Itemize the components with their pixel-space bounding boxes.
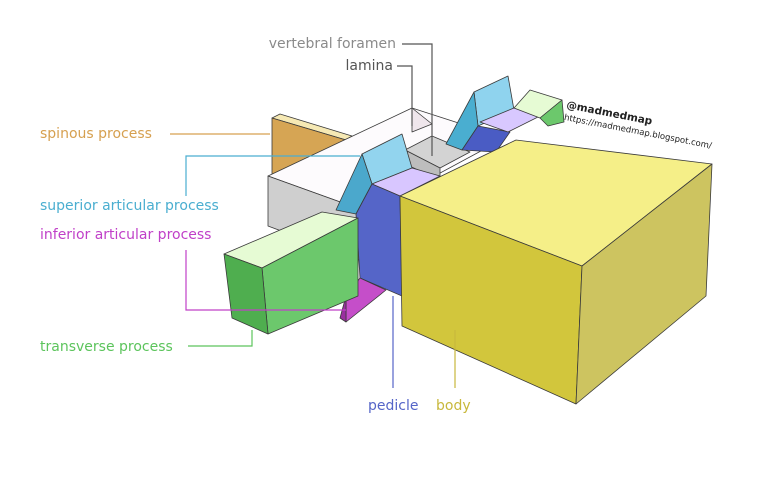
pedicle-right-shape <box>461 107 541 153</box>
superior-articular-process-label: superior articular process <box>40 198 219 214</box>
credit-watermark: @madmedmap https://madmedmap.blogspot.co… <box>563 99 713 151</box>
vertebral-foramen-leader <box>402 43 433 156</box>
superior-articular-process-leader <box>185 155 360 196</box>
vertebral-foramen-label: vertebral foramen <box>269 36 396 52</box>
body-label: body <box>436 398 471 414</box>
pedicle-label: pedicle <box>368 398 418 414</box>
inferior-articular-process-leader <box>185 250 346 311</box>
spinous-process-label: spinous process <box>40 126 152 142</box>
transverse-process-label: transverse process <box>40 339 173 355</box>
lamina-leader <box>397 65 413 126</box>
inferior-articular-process-label: inferior articular process <box>40 227 211 243</box>
transverse-process-right-shape <box>513 89 565 127</box>
pedicle-left-shape <box>355 167 441 297</box>
body-shape <box>399 139 713 405</box>
lamina-label: lamina <box>346 58 393 74</box>
transverse-process-left-shape <box>223 211 359 335</box>
transverse-process-leader <box>188 330 253 347</box>
